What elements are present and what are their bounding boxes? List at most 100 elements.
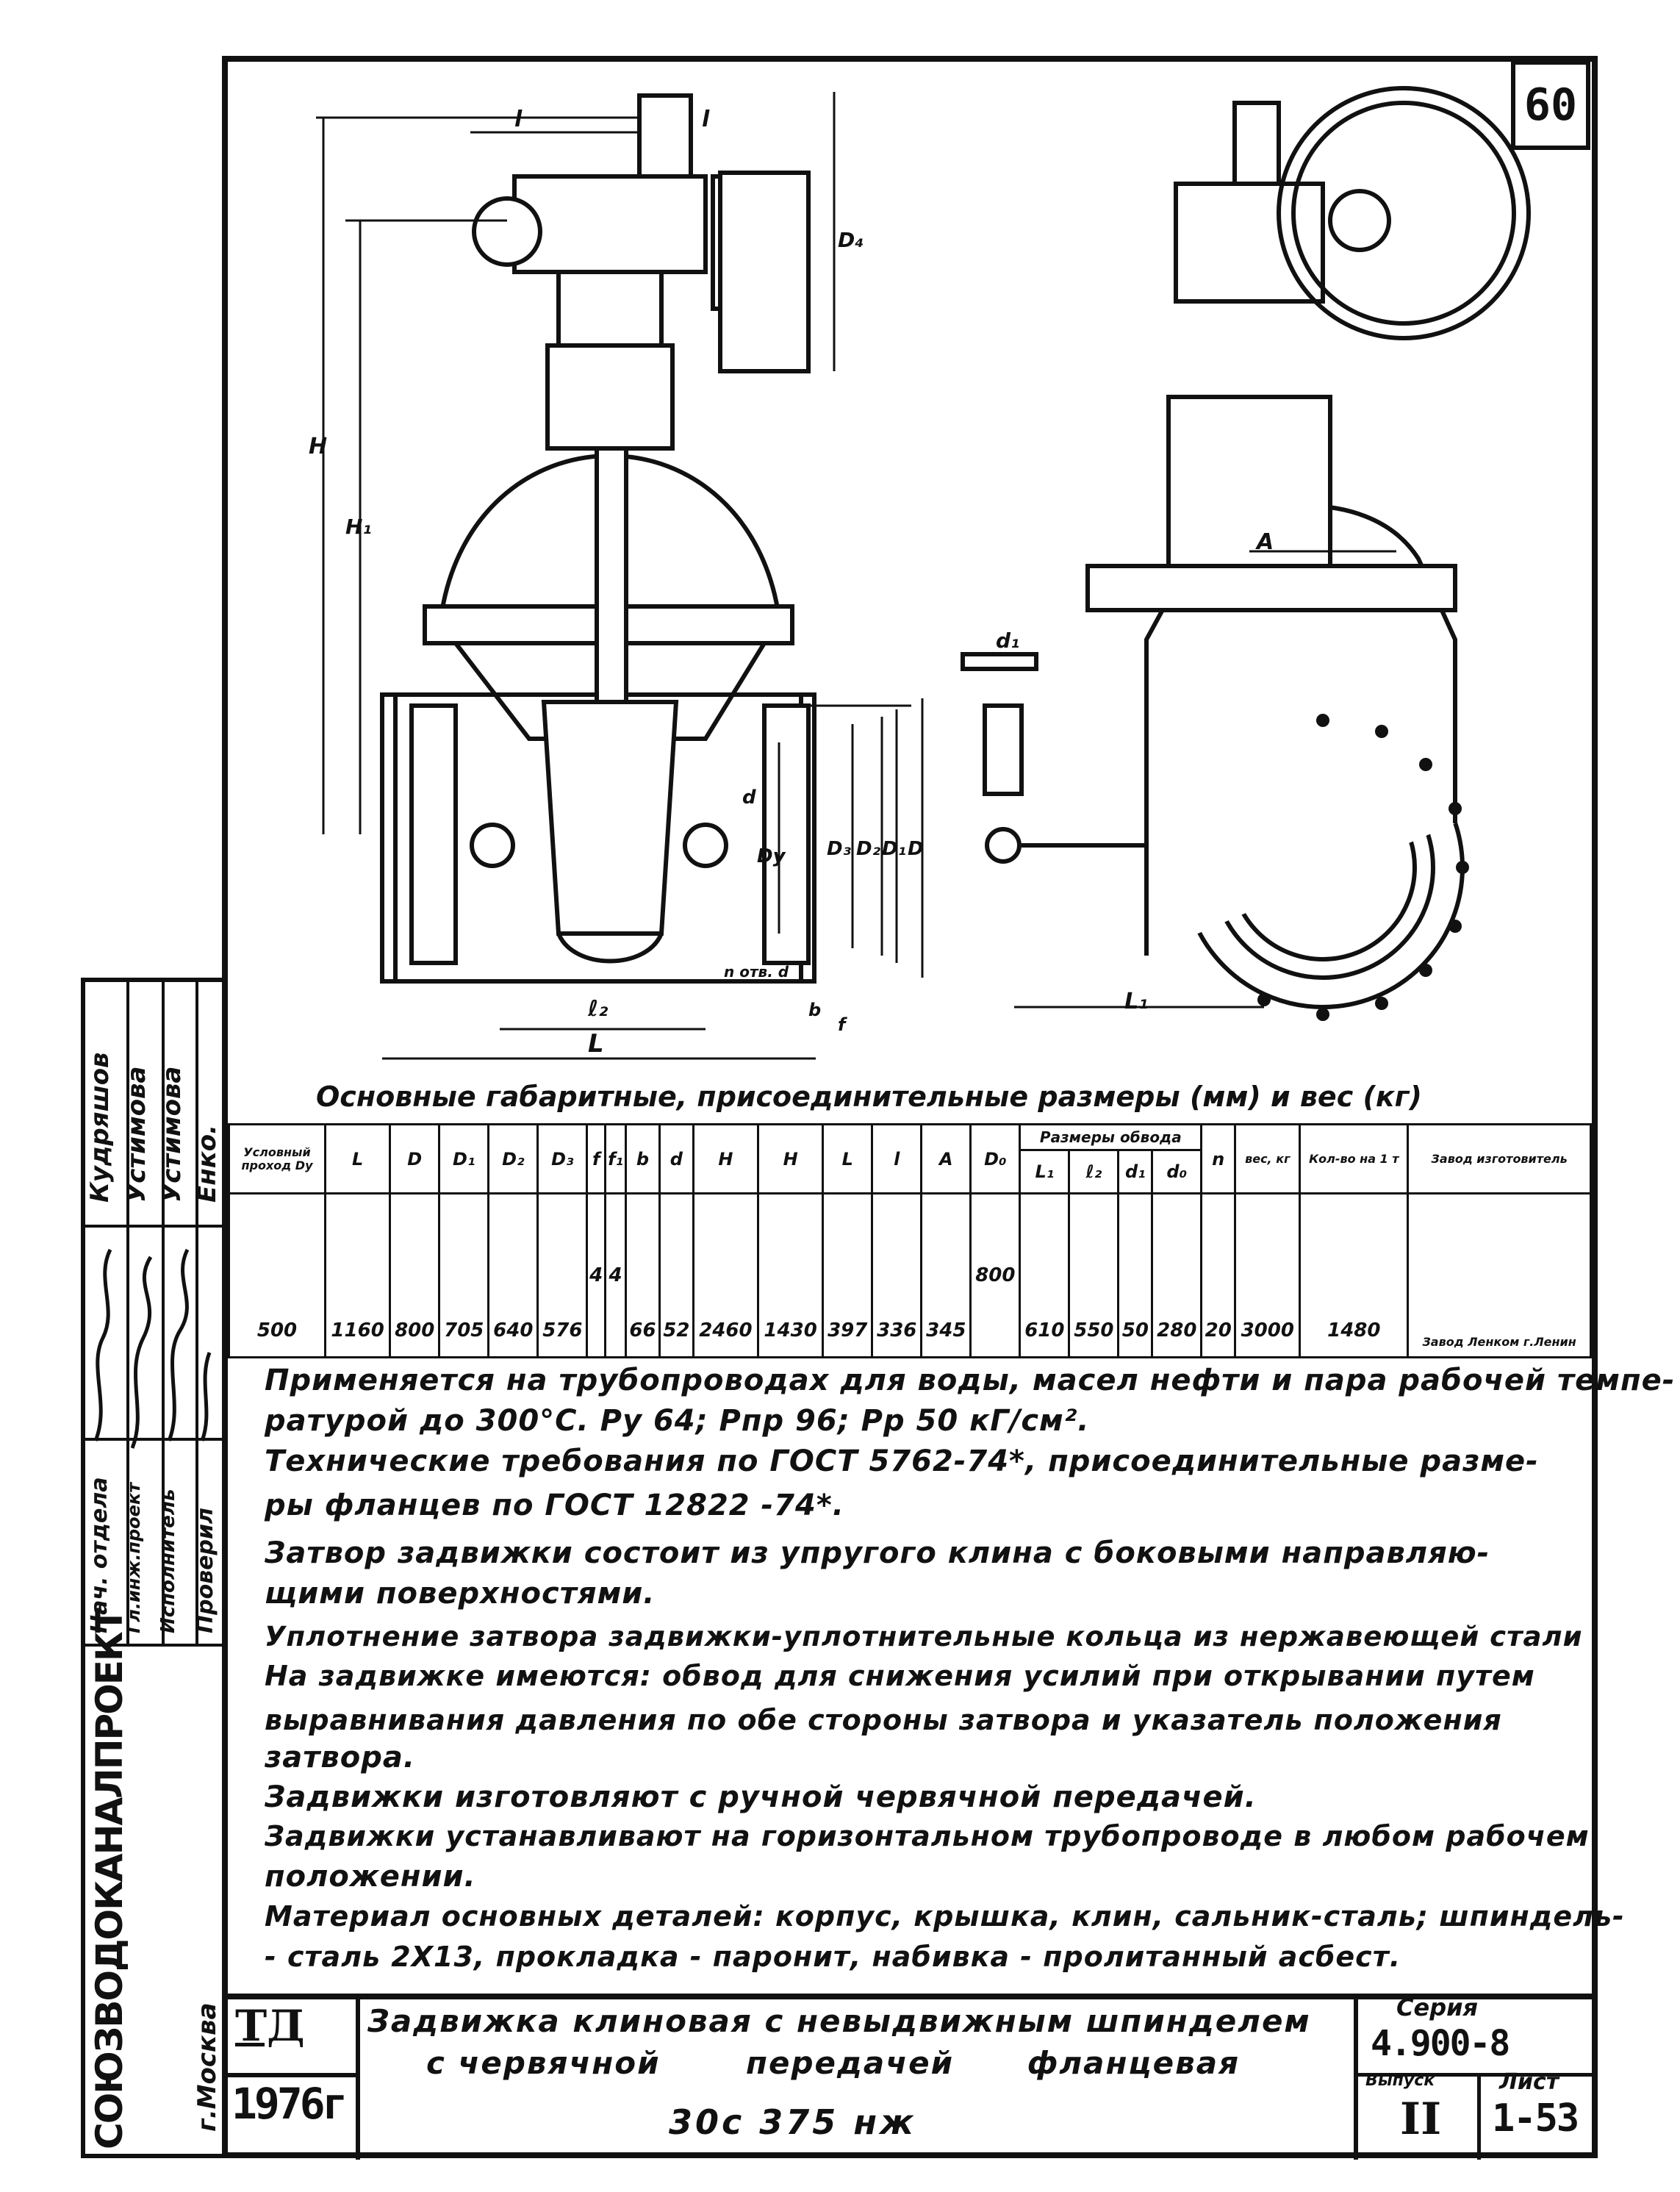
cell-D1: 705	[438, 1192, 490, 1358]
sheet-number-box: 60	[1511, 60, 1590, 150]
table-caption: Основные габаритные, присоединительные р…	[316, 1081, 1422, 1113]
series-number: 4.900-8	[1371, 2023, 1510, 2064]
sheet-code: 1-53	[1492, 2096, 1579, 2141]
year: 1976г	[231, 2079, 348, 2129]
cell-qty: 1480	[1299, 1192, 1410, 1358]
note-line-10: затвора.	[265, 1741, 416, 1774]
cell-L: 1160	[323, 1192, 392, 1358]
note-line-9: выравнивания давления по обе стороны зат…	[265, 1704, 1502, 1736]
cell-d: 52	[658, 1192, 694, 1358]
header-L: L	[323, 1123, 392, 1195]
cell-D2: 640	[487, 1192, 539, 1358]
header-b: b	[625, 1123, 661, 1195]
note-line-14: Материал основных деталей: корпус, крышк…	[265, 1900, 1625, 1933]
note-line-13: положении.	[265, 1860, 476, 1894]
note-line-6: щими поверхностями.	[265, 1577, 656, 1611]
header-dy: Условный проход Dу	[228, 1123, 326, 1195]
note-line-11: Задвижки изготовляют с ручной червячной …	[265, 1780, 1257, 1814]
header-bypass-l2: ℓ₂	[1068, 1149, 1120, 1195]
header-H: H	[692, 1123, 760, 1195]
dim-label-D4: D₄	[838, 228, 864, 252]
cell-L-2: 397	[822, 1192, 874, 1358]
cell-D3: 576	[536, 1192, 589, 1358]
dim-label-A: A	[1257, 529, 1274, 555]
cell-D: 800	[389, 1192, 441, 1358]
dim-label-Dy: Dy	[757, 845, 786, 867]
dim-label-f: f	[838, 1014, 846, 1035]
sheet-label: Лист	[1499, 2069, 1559, 2095]
cell-bypass-d0: 280	[1151, 1192, 1203, 1358]
dim-label-d1: d₁	[996, 628, 1020, 653]
side-stamp	[81, 978, 226, 2158]
note-line-8: На задвижке имеются: обвод для снижения …	[265, 1660, 1535, 1692]
issue-label: Выпуск	[1365, 2071, 1435, 2090]
city-name: г.Москва	[193, 2002, 222, 2132]
dim-label-l-small: l	[702, 107, 710, 132]
title-line-2: с червячной передачей фланцевая	[426, 2045, 1241, 2081]
cell-bypass-L1: 610	[1019, 1192, 1071, 1358]
dim-label-l2: ℓ₂	[588, 996, 609, 1022]
header-factory: Завод изготовитель	[1407, 1123, 1592, 1195]
cell-H: 2460	[692, 1192, 760, 1358]
header-bypass-d1: d₁	[1117, 1149, 1154, 1195]
dim-label-H1: H₁	[345, 515, 372, 539]
cell-bypass-d1: 50	[1117, 1192, 1154, 1358]
header-D: D	[389, 1123, 441, 1195]
note-line-1: Применяется на трубопроводах для воды, м…	[265, 1364, 1676, 1397]
cell-f1: 4	[604, 1192, 628, 1358]
note-line-5: Затвор задвижки состоит из упругого клин…	[265, 1536, 1490, 1570]
dim-label-d: d	[742, 787, 756, 809]
signature-marks	[93, 1248, 212, 1449]
cell-n: 20	[1200, 1192, 1237, 1358]
dim-label-D3: D₃	[827, 838, 851, 860]
dim-label-b: b	[808, 1000, 822, 1020]
header-H-2: H	[756, 1123, 825, 1195]
header-bypass-d0: d₀	[1151, 1149, 1203, 1195]
dim-label-n-holes: n отв. d	[724, 963, 789, 981]
header-f1: f₁	[604, 1123, 628, 1195]
dim-label-D2: D₂	[856, 838, 880, 860]
cell-D0: 800	[969, 1192, 1022, 1358]
dim-label-D: D	[908, 838, 924, 860]
drawing-frame	[222, 56, 1598, 2158]
title-block	[228, 1994, 1592, 2160]
cell-weight: 3000	[1234, 1192, 1302, 1358]
stamp-role-3: Исполнитель	[157, 1489, 179, 1633]
header-l: l	[871, 1123, 923, 1195]
dim-label-D1: D₁	[882, 838, 906, 860]
cell-f: 4	[586, 1192, 607, 1358]
stamp-role-4: Проверил	[193, 1508, 218, 1633]
organization-name: СОЮЗВОДОКАНАЛПРОЕКТ	[88, 1609, 131, 2149]
stamp-name-4: Енко.	[193, 1124, 222, 1203]
header-D1: D₁	[438, 1123, 490, 1195]
designation: 30с 375 нж	[669, 2102, 916, 2142]
td-mark: ТД	[235, 2001, 305, 2051]
note-line-15: - сталь 2Х13, прокладка - паронит, набив…	[265, 1941, 1401, 1973]
header-n: n	[1200, 1123, 1237, 1195]
header-d: d	[658, 1123, 694, 1195]
cell-dy: 500	[228, 1192, 326, 1358]
header-bypass-L1: L₁	[1019, 1149, 1071, 1195]
series-label: Серия	[1396, 1994, 1479, 2021]
header-D0: D₀	[969, 1123, 1022, 1195]
dimensions-table: Условный проход Dу L D D₁ D₂ D₃ f f₁ b d…	[228, 1123, 1592, 1358]
header-qty: Кол-во на 1 т	[1299, 1123, 1410, 1195]
note-line-2: ратурой до 300°С. Ру 64; Рпр 96; Рр 50 к…	[265, 1404, 1090, 1438]
dim-label-l: l	[514, 107, 523, 132]
dim-label-L1: L₁	[1124, 989, 1149, 1014]
cell-H-2: 1430	[756, 1192, 825, 1358]
header-bypass: Размеры обвода	[1019, 1123, 1203, 1151]
header-weight: вес, кг	[1234, 1123, 1302, 1195]
cell-A: 345	[920, 1192, 972, 1358]
valve-front-view	[316, 86, 1531, 1060]
cell-factory: Завод Ленком г.Ленин	[1407, 1192, 1592, 1358]
cell-bypass-l2: 550	[1068, 1192, 1120, 1358]
header-D3: D₃	[536, 1123, 589, 1195]
cell-b: 66	[625, 1192, 661, 1358]
note-line-12: Задвижки устанавливают на горизонтальном…	[265, 1820, 1590, 1852]
title-line-1: Задвижка клиновая с невыдвижным шпинделе…	[367, 2003, 1311, 2039]
sheet-number: 60	[1523, 79, 1578, 131]
cell-l: 336	[871, 1192, 923, 1358]
header-A: A	[920, 1123, 972, 1195]
issue-number: II	[1400, 2093, 1442, 2145]
